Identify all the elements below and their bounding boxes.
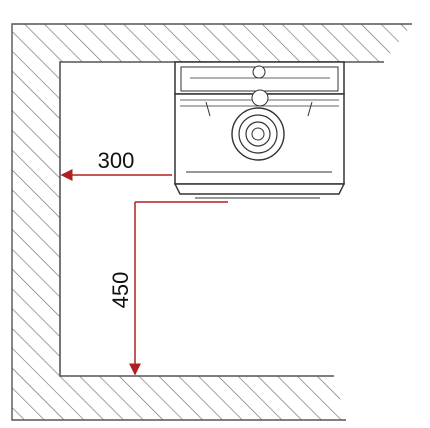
- flue-outlet: [231, 107, 285, 161]
- dimension-label-horizontal: 300: [98, 148, 135, 173]
- wall-outer-edge: [11, 23, 412, 421]
- stove-top-view: [173, 61, 346, 199]
- dimension-horizontal: 300: [60, 148, 172, 181]
- stove-base: [173, 183, 346, 195]
- dimension-label-vertical: 450: [108, 272, 133, 309]
- dimension-vertical: 450: [108, 201, 228, 376]
- wall-hatched-area: [12, 24, 412, 420]
